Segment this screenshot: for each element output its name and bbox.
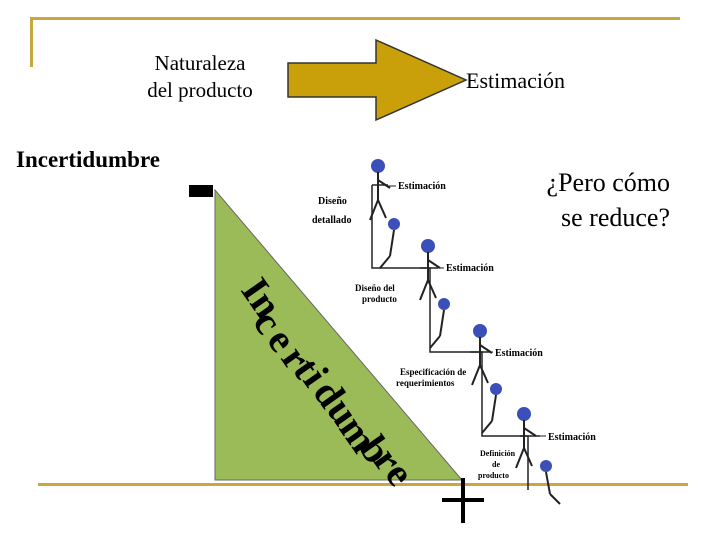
- step-4-phase-line1: Definición: [480, 449, 516, 458]
- step-3-estimate: Estimación: [495, 348, 543, 359]
- step-4-phase-line2: de: [492, 460, 500, 469]
- climber-1: [370, 159, 400, 268]
- step-1-phase-line1: Diseño: [318, 196, 347, 207]
- step-4-phase-line3: producto: [478, 471, 509, 480]
- step-3-phase-line1: Especificación de: [400, 367, 466, 377]
- step-1-estimate: Estimación: [398, 181, 446, 192]
- step-4-estimate: Estimación: [548, 432, 596, 443]
- climber-3: [472, 324, 502, 433]
- climber-2: [420, 239, 450, 348]
- plus-sign: [442, 478, 484, 523]
- climber-4: [516, 407, 560, 504]
- step-2-estimate: Estimación: [446, 263, 494, 274]
- arrow-shape: [288, 40, 466, 120]
- step-3-phase-line2: requerimientos: [396, 378, 455, 388]
- step-2-phase-line2: producto: [362, 294, 397, 304]
- step-2-phase-line1: Diseño del: [355, 283, 395, 293]
- step-1-phase-line2: detallado: [312, 215, 351, 226]
- label-pointers: [386, 186, 546, 436]
